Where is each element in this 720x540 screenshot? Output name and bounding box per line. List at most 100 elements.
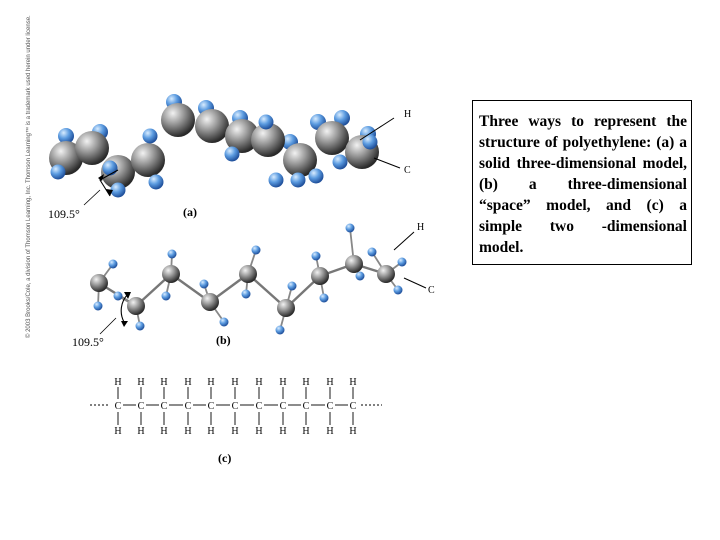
hydrogen-symbol: H [302, 377, 309, 388]
panel-a-angle-arrow [99, 169, 119, 197]
carbon-symbol: C [138, 401, 145, 412]
hydrogen-atom [113, 291, 123, 301]
panel-a-label: (a) [183, 205, 197, 219]
carbon-atom [283, 143, 317, 177]
carbon-atom [225, 119, 259, 153]
hydrogen-symbol: H [255, 377, 262, 388]
carbon-atom [311, 267, 329, 285]
hydrogen-symbol: H [137, 426, 144, 437]
panel-a-model [49, 94, 401, 206]
hydrogen-symbol: H [231, 426, 238, 437]
hydrogen-symbol: H [184, 377, 191, 388]
hydrogen-atom [148, 174, 164, 190]
hydrogen-atom [393, 285, 403, 295]
carbon-atom [377, 265, 395, 283]
carbon-atom [161, 103, 195, 137]
carbon-atom [195, 109, 229, 143]
panel-a-end-top: H [404, 109, 411, 120]
carbon-atom [162, 265, 180, 283]
carbon-atom [345, 255, 363, 273]
hydrogen-atom [308, 168, 324, 184]
carbon-symbol: C [256, 401, 263, 412]
carbon-symbol: C [303, 401, 310, 412]
hydrogen-atom [142, 128, 158, 144]
hydrogen-atom [50, 164, 66, 180]
hydrogen-symbol: H [114, 426, 121, 437]
panel-b-end-line-bottom [403, 277, 427, 289]
hydrogen-symbol: H [326, 377, 333, 388]
carbon-symbol: C [280, 401, 287, 412]
carbon-atom [251, 123, 285, 157]
carbon-atom [239, 265, 257, 283]
carbon-atom [75, 131, 109, 165]
panel-b-model [90, 223, 427, 335]
panel-b-end-top: H [417, 222, 424, 233]
carbon-atom [201, 293, 219, 311]
hydrogen-atom [367, 247, 377, 257]
carbon-symbol: C [208, 401, 215, 412]
hydrogen-atom [268, 172, 284, 188]
panel-c-label: (c) [218, 451, 231, 465]
hydrogen-atom [219, 317, 229, 327]
hydrogen-symbol: H [279, 426, 286, 437]
hydrogen-atom [110, 182, 126, 198]
panel-a-end-line-top [359, 117, 395, 141]
hydrogen-atom [161, 291, 171, 301]
hydrogen-symbol: H [279, 377, 286, 388]
hydrogen-atom [258, 114, 274, 130]
hydrogen-atom [135, 321, 145, 331]
hydrogen-atom [345, 223, 355, 233]
panel-a-end-bottom: C [404, 165, 411, 176]
copyright-notice: © 2003 Brooks/Cole, a division of Thomso… [26, 15, 32, 338]
hydrogen-atom [167, 249, 177, 259]
hydrogen-atom [224, 146, 240, 162]
hydrogen-atom [334, 110, 350, 126]
carbon-symbol: C [161, 401, 168, 412]
panel-b-angle-label: 109.5° [72, 335, 104, 349]
hydrogen-atom [355, 271, 365, 281]
hydrogen-atom [93, 301, 103, 311]
panel-c-formula: H C H H C H H C H H C H H C H H C H H C H H C H H C H H C H H C H [90, 377, 382, 437]
hydrogen-atom [290, 172, 306, 188]
carbon-symbol: C [327, 401, 334, 412]
hydrogen-atom [397, 257, 407, 267]
hydrogen-symbol: H [184, 426, 191, 437]
hydrogen-atom [241, 289, 251, 299]
caption-text: Three ways to represent the structure of… [479, 113, 687, 256]
caption-box: Three ways to represent the structure of… [472, 100, 692, 265]
hydrogen-symbol: H [160, 426, 167, 437]
hydrogen-symbol: H [207, 377, 214, 388]
carbon-symbol: C [350, 401, 357, 412]
hydrogen-symbol: H [207, 426, 214, 437]
hydrogen-atom [362, 134, 378, 150]
hydrogen-symbol: H [349, 377, 356, 388]
carbon-symbol: C [185, 401, 192, 412]
carbon-symbol: C [232, 401, 239, 412]
hydrogen-symbol: H [231, 377, 238, 388]
hydrogen-atom [287, 281, 297, 291]
hydrogen-atom [251, 245, 261, 255]
hydrogen-symbol: H [114, 377, 121, 388]
hydrogen-atom [275, 325, 285, 335]
hydrogen-atom [319, 293, 329, 303]
hydrogen-symbol: H [137, 377, 144, 388]
hydrogen-atom [199, 279, 209, 289]
hydrogen-symbol: H [160, 377, 167, 388]
hydrogen-symbol: H [255, 426, 262, 437]
carbon-atom [131, 143, 165, 177]
hydrogen-symbol: H [326, 426, 333, 437]
hydrogen-symbol: H [349, 426, 356, 437]
carbon-atom [90, 274, 108, 292]
carbon-symbol: C [115, 401, 122, 412]
carbon-atom [277, 299, 295, 317]
hydrogen-symbol: H [302, 426, 309, 437]
panel-b-end-line-top [393, 231, 415, 251]
hydrogen-atom [58, 128, 74, 144]
hydrogen-atom [108, 259, 118, 269]
hydrogen-atom [311, 251, 321, 261]
panel-b-end-bottom: C [428, 285, 435, 296]
hydrogen-atom [332, 154, 348, 170]
carbon-atom [315, 121, 349, 155]
panel-b-label: (b) [216, 333, 231, 347]
